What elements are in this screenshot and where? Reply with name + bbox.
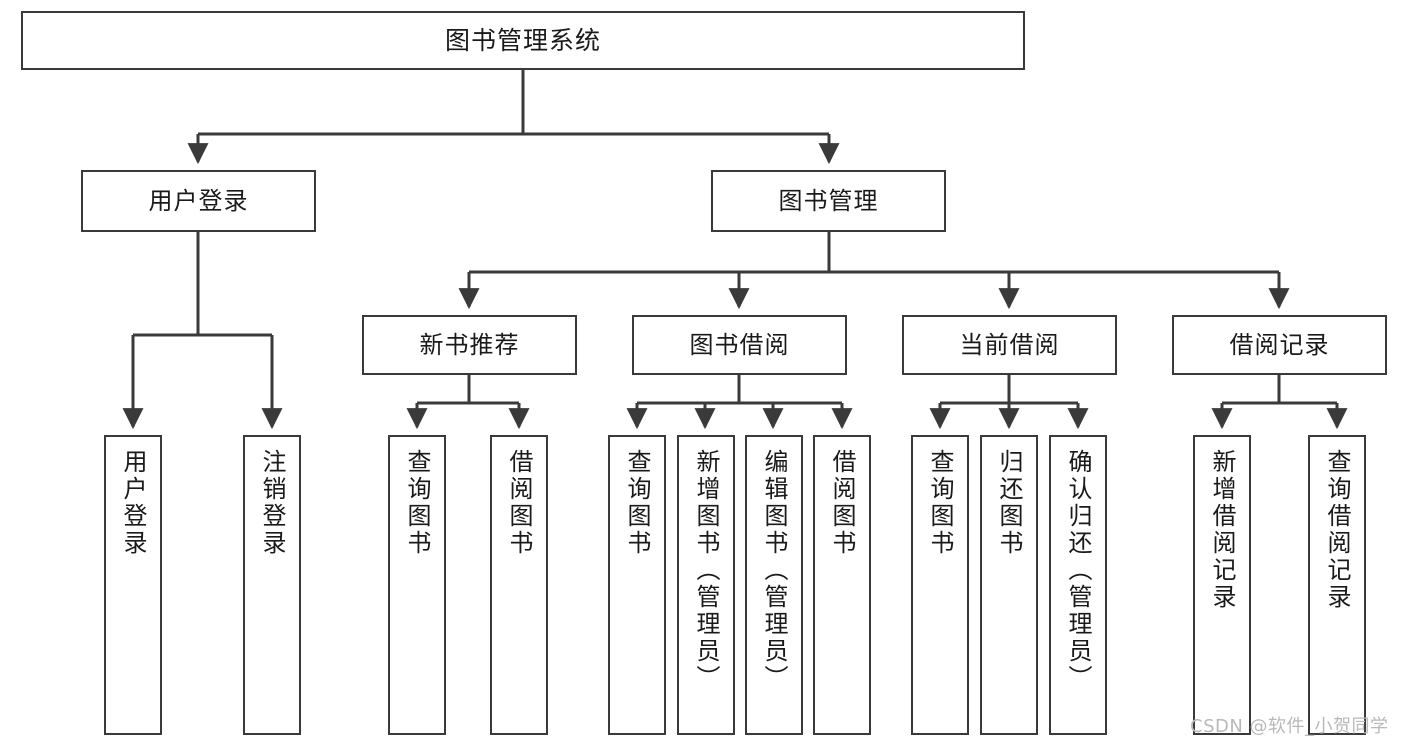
node-label: 图书借阅 xyxy=(689,330,790,359)
leaf-recommend-query-book[interactable]: 查询图书 xyxy=(388,435,446,735)
node-label: 借阅记录 xyxy=(1229,330,1330,359)
node-label: 编辑图书（管理员） xyxy=(760,449,788,692)
leaf-user-login-signout[interactable]: 注销登录 xyxy=(243,435,301,735)
node-label: 查询图书 xyxy=(623,449,651,557)
node-label: 图书管理 xyxy=(778,186,879,215)
node-user-login[interactable]: 用户登录 xyxy=(81,170,316,232)
leaf-borrow-query-book[interactable]: 查询图书 xyxy=(608,435,666,735)
node-root-system[interactable]: 图书管理系统 xyxy=(21,11,1025,70)
csdn-watermark: CSDN @软件_小贺同学 xyxy=(1190,716,1389,737)
node-borrow-record[interactable]: 借阅记录 xyxy=(1172,315,1387,375)
leaf-user-login-signin[interactable]: 用户登录 xyxy=(104,435,162,735)
node-label: 用户登录 xyxy=(119,449,147,557)
node-label: 归还图书 xyxy=(995,449,1023,557)
leaf-record-add-record[interactable]: 新增借阅记录 xyxy=(1193,435,1251,735)
node-label: 查询图书 xyxy=(926,449,954,557)
leaf-current-query-book[interactable]: 查询图书 xyxy=(911,435,969,735)
node-label: 借阅图书 xyxy=(505,449,533,557)
node-label: 新增借阅记录 xyxy=(1208,449,1236,611)
node-book-management[interactable]: 图书管理 xyxy=(711,170,946,232)
node-label: 新书推荐 xyxy=(419,330,520,359)
node-label: 查询图书 xyxy=(403,449,431,557)
node-label: 新增图书（管理员） xyxy=(692,449,720,692)
node-book-borrow[interactable]: 图书借阅 xyxy=(632,315,847,375)
node-label: 借阅图书 xyxy=(828,449,856,557)
node-label: 用户登录 xyxy=(148,186,249,215)
node-new-book-recommend[interactable]: 新书推荐 xyxy=(362,315,577,375)
leaf-current-return-book[interactable]: 归还图书 xyxy=(980,435,1038,735)
leaf-recommend-borrow-book[interactable]: 借阅图书 xyxy=(490,435,548,735)
leaf-record-query-record[interactable]: 查询借阅记录 xyxy=(1308,435,1366,735)
leaf-borrow-borrow-book[interactable]: 借阅图书 xyxy=(813,435,871,735)
node-current-borrow[interactable]: 当前借阅 xyxy=(902,315,1117,375)
leaf-current-confirm-return-admin[interactable]: 确认归还（管理员） xyxy=(1049,435,1107,735)
leaf-borrow-edit-book-admin[interactable]: 编辑图书（管理员） xyxy=(745,435,803,735)
node-label: 图书管理系统 xyxy=(444,25,601,55)
node-label: 当前借阅 xyxy=(959,330,1060,359)
node-label: 确认归还（管理员） xyxy=(1064,449,1092,692)
node-label: 查询借阅记录 xyxy=(1323,449,1351,611)
leaf-borrow-add-book-admin[interactable]: 新增图书（管理员） xyxy=(677,435,735,735)
node-label: 注销登录 xyxy=(258,449,286,557)
